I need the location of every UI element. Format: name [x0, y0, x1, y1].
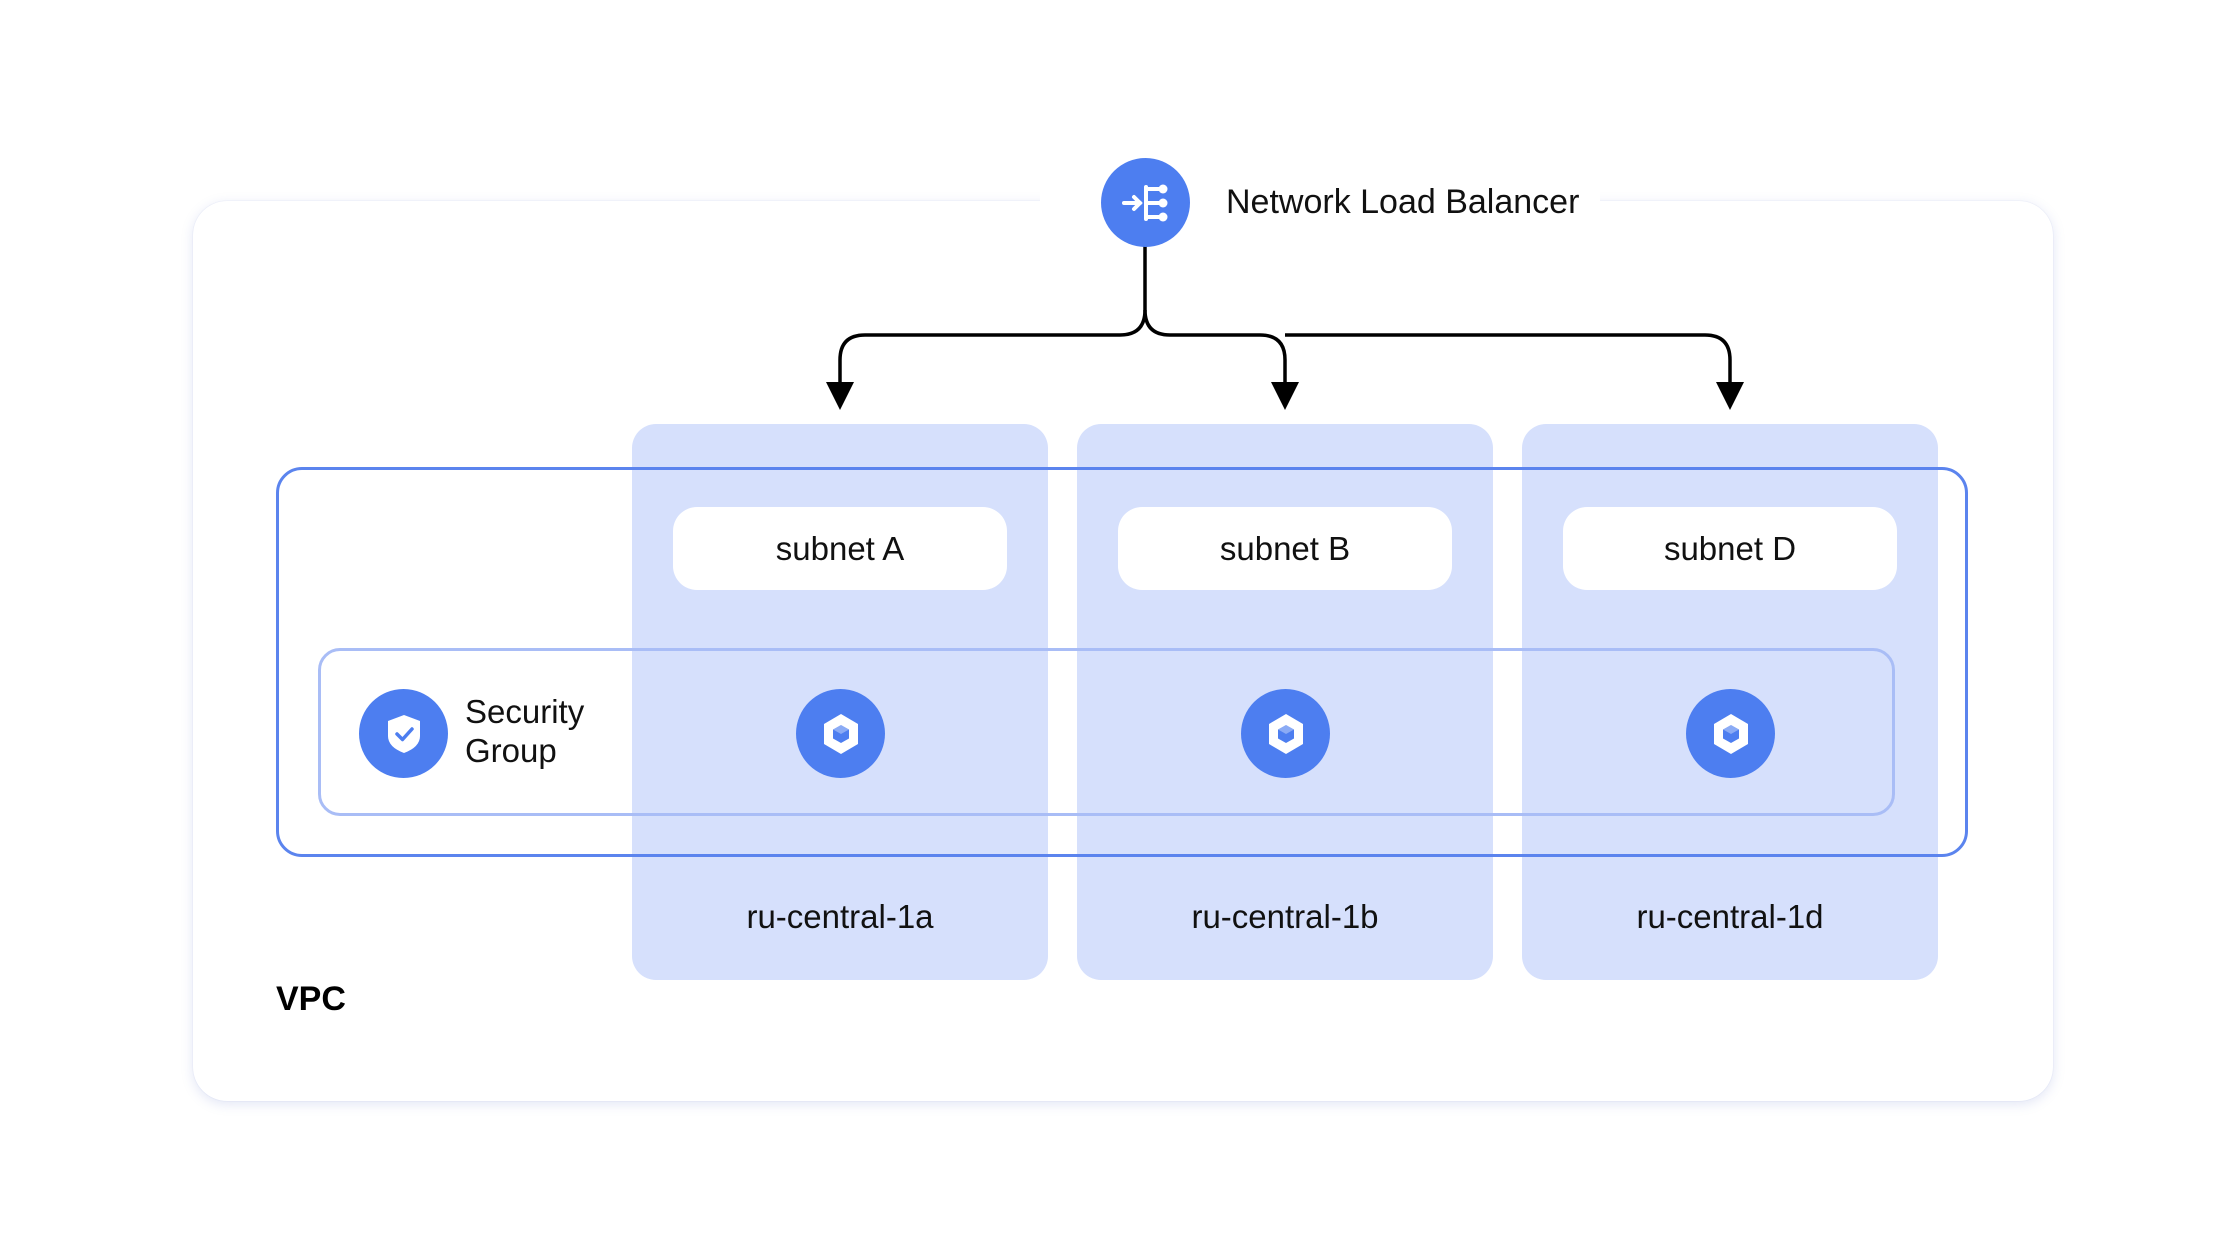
zone-label-ru-central-1b: ru-central-1b	[1191, 898, 1379, 935]
instance-icon-zone-a	[796, 689, 885, 778]
connector-to-zone-d	[1285, 333, 1744, 410]
load-balancer-label: Network Load Balancer	[1218, 183, 1588, 222]
security-group-label-line2: Group	[465, 732, 557, 769]
shield-check-icon	[359, 689, 448, 778]
security-group-label-line1: Security	[465, 693, 585, 730]
instance-icon-zone-b	[1241, 689, 1330, 778]
security-group-label: Security Group	[465, 692, 584, 770]
connector-to-zone-b	[1143, 309, 1299, 410]
cloud-network-frame	[276, 467, 1968, 857]
instance-icon-zone-d	[1686, 689, 1775, 778]
load-balancer-icon	[1101, 158, 1190, 247]
zone-label-ru-central-1a: ru-central-1a	[746, 898, 934, 935]
subnet-a-pill: subnet A	[673, 507, 1007, 590]
subnet-b-pill: subnet B	[1118, 507, 1452, 590]
connector-to-zone-a	[826, 245, 1147, 410]
vpc-label: VPC	[276, 980, 346, 1018]
security-group-frame	[318, 648, 1895, 816]
subnet-d-pill: subnet D	[1563, 507, 1897, 590]
zone-label-ru-central-1d: ru-central-1d	[1636, 898, 1824, 935]
